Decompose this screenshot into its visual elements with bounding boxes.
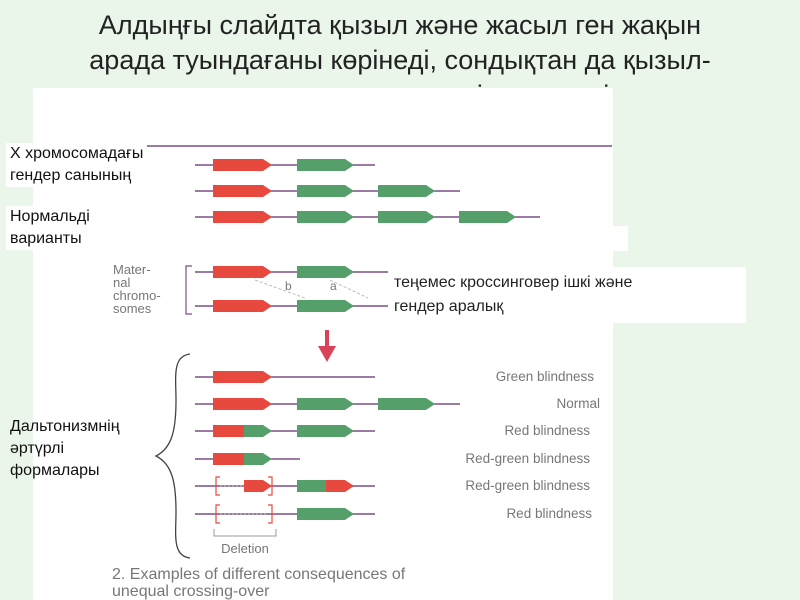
green-gene bbox=[297, 185, 354, 197]
green-gene bbox=[297, 266, 354, 278]
red-gene bbox=[213, 185, 272, 197]
green-gene bbox=[378, 185, 435, 197]
label-line: Х хромосомадағы bbox=[10, 145, 144, 162]
crossover-mark-b: b bbox=[285, 279, 292, 293]
outcome-label: Red blindness bbox=[506, 506, 592, 521]
green-gene bbox=[297, 508, 354, 520]
red-gene bbox=[244, 480, 272, 492]
maternal-chromosomes: Mater- nal chromo- somes b a bbox=[113, 262, 390, 316]
label-line: Нормальді bbox=[10, 208, 90, 225]
green-gene bbox=[459, 211, 516, 223]
label-colorblind-forms: Дальтонизмнің әртүрлі формалары bbox=[6, 416, 124, 482]
label-line: әртүрлі bbox=[10, 440, 65, 457]
green-gene bbox=[297, 300, 354, 312]
label-line: гендер санының bbox=[10, 167, 132, 184]
deletion-bracket bbox=[215, 504, 220, 524]
red-gene bbox=[326, 480, 354, 492]
normal-variants bbox=[145, 145, 612, 223]
green-gene bbox=[297, 211, 354, 223]
outcome-label: Red-green blindness bbox=[465, 451, 590, 466]
red-gene bbox=[213, 266, 272, 278]
title-line-1: Алдыңғы слайдта қызыл және жасыл ген жақ… bbox=[98, 10, 702, 40]
red-gene bbox=[213, 211, 272, 223]
red-gene bbox=[213, 159, 272, 171]
callout-line: теңемес кроссинговер ішкі және bbox=[394, 274, 633, 291]
red-gene bbox=[213, 300, 272, 312]
outcome-label: Normal bbox=[556, 396, 600, 411]
callout-line: гендер аралық bbox=[394, 298, 504, 315]
caption-line-1: 2. Examples of different consequences of bbox=[112, 566, 406, 583]
crossover-line bbox=[254, 279, 306, 299]
green-gene bbox=[297, 425, 354, 437]
maternal-label-1: Mater- bbox=[113, 262, 151, 277]
down-arrow-icon bbox=[318, 330, 336, 362]
title-line-2: арада туындағаны көрінеді, сондықтан да … bbox=[89, 45, 711, 75]
green-gene bbox=[297, 159, 354, 171]
red-gene bbox=[213, 453, 244, 465]
outcome-label: Red blindness bbox=[504, 423, 590, 438]
outcomes: Green blindness Normal Red blindness Red… bbox=[195, 369, 600, 556]
red-gene bbox=[213, 398, 272, 410]
red-gene bbox=[213, 371, 272, 383]
overlay-strip bbox=[110, 226, 628, 251]
label-line: формалары bbox=[10, 462, 100, 479]
deletion-brace bbox=[213, 529, 277, 537]
label-line: Дальтонизмнің bbox=[10, 418, 120, 435]
deletion-bracket bbox=[268, 504, 273, 524]
maternal-label-2: nal bbox=[113, 275, 130, 290]
green-gene bbox=[378, 398, 435, 410]
green-gene bbox=[244, 425, 272, 437]
green-gene bbox=[378, 211, 435, 223]
deletion-bracket bbox=[215, 476, 220, 496]
callout-crossover: теңемес кроссинговер ішкі және гендер ар… bbox=[388, 267, 746, 323]
bracket bbox=[185, 265, 192, 315]
maternal-label-4: somes bbox=[113, 301, 152, 316]
label-x-chromosome: Х хромосомадағы гендер санының bbox=[6, 143, 148, 187]
green-gene bbox=[297, 480, 326, 492]
outcome-label: Red-green blindness bbox=[465, 478, 590, 493]
curly-brace bbox=[154, 353, 191, 559]
label-normal-variant: Нормальді варианты bbox=[6, 206, 112, 250]
crossover-line bbox=[329, 279, 369, 299]
outcome-label: Green blindness bbox=[496, 369, 595, 384]
green-gene bbox=[297, 398, 354, 410]
deletion-label: Deletion bbox=[221, 541, 269, 556]
crossover-mark-a: a bbox=[330, 279, 337, 293]
maternal-label-3: chromo- bbox=[113, 288, 161, 303]
green-gene bbox=[244, 453, 272, 465]
label-line: варианты bbox=[10, 230, 82, 247]
caption-line-2: unequal crossing-over bbox=[112, 583, 270, 600]
red-gene bbox=[213, 425, 244, 437]
